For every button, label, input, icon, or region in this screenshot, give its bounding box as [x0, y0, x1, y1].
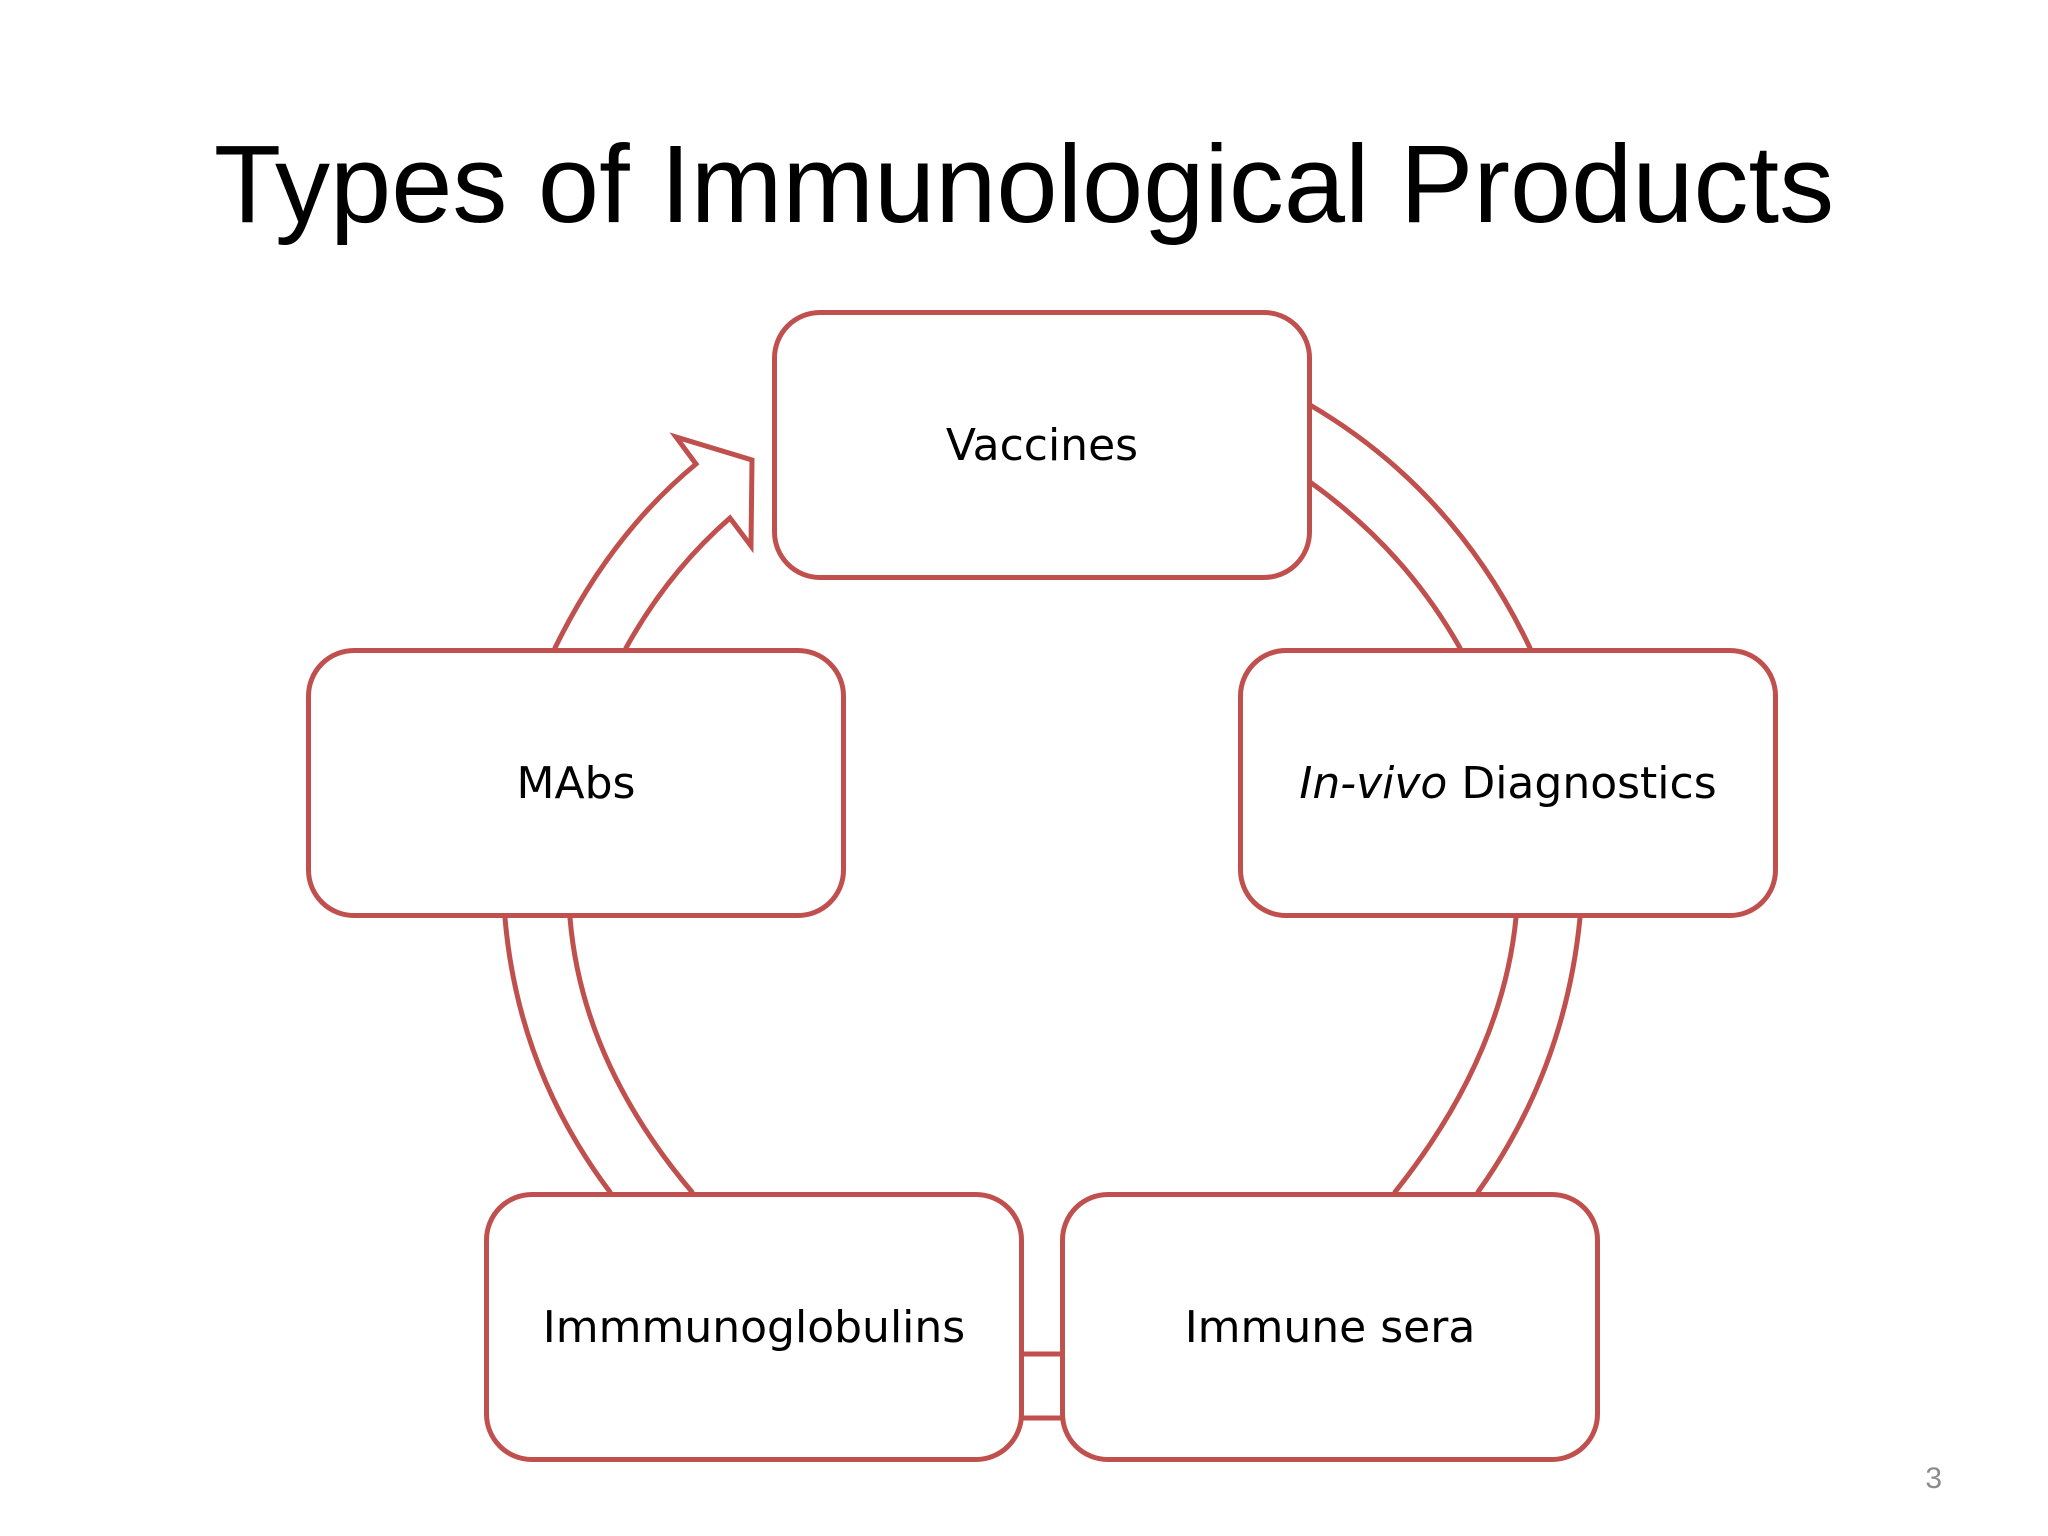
arrow-vaccines-to-diagnostics — [1307, 402, 1533, 651]
arrow-ig-to-mabs — [502, 915, 613, 1195]
node-immune-sera-label: Immune sera — [1184, 1301, 1476, 1353]
node-immunoglobulins-label: Immmunoglobulins — [542, 1301, 966, 1353]
node-mabs: MAbs — [306, 648, 846, 918]
arrow-diagnostics-to-sera — [1475, 915, 1583, 1195]
node-immune-sera: Immune sera — [1060, 1192, 1600, 1462]
arrow-diagnostics-to-sera-inner — [1392, 915, 1519, 1195]
node-invivo-italic: In-vivo — [1299, 757, 1448, 809]
arrow-vaccines-to-diagnostics-inner — [1307, 479, 1463, 651]
node-vaccines-label: Vaccines — [945, 419, 1139, 471]
node-invivo-diagnostics: In-vivo Diagnostics — [1238, 648, 1778, 918]
node-invivo-diagnostics-label: In-vivo Diagnostics — [1299, 758, 1716, 809]
node-immunoglobulins: Immmunoglobulins — [484, 1192, 1024, 1462]
node-vaccines: Vaccines — [772, 310, 1312, 580]
node-mabs-label: MAbs — [516, 757, 636, 809]
node-invivo-rest: Diagnostics — [1447, 757, 1717, 809]
arrow-mabs-to-vaccines — [552, 432, 755, 651]
arrow-ig-to-mabs-inner — [567, 915, 695, 1195]
page-number: 3 — [1925, 1462, 1942, 1495]
slide-title: Types of Immunological Products — [213, 123, 1835, 246]
